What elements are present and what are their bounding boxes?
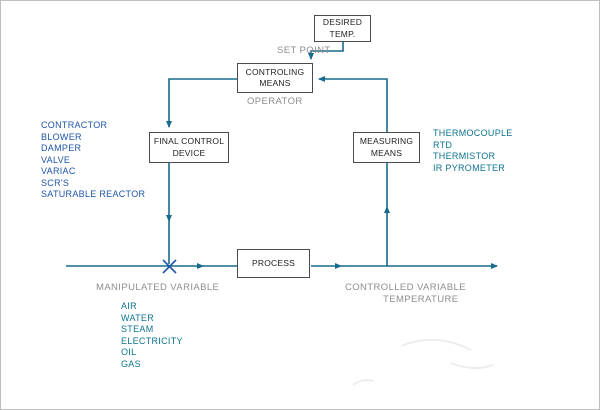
list-item: STEAM xyxy=(121,324,154,334)
arrow-controller-to-final-device xyxy=(166,78,237,128)
process-label: PROCESS xyxy=(252,257,295,268)
controlled-variable-label: CONTROLLED VARIABLE xyxy=(345,282,466,293)
list-item: VALVE xyxy=(41,154,71,165)
list-item: ELECTRICITY xyxy=(121,335,183,346)
manipulated-variable-label: MANIPULATED VARIABLE xyxy=(96,282,220,293)
list-item: CONTRACTOR xyxy=(41,120,108,130)
list-item: BLOWER xyxy=(41,131,82,142)
valve-x-mark xyxy=(162,259,177,274)
list-item: GAS xyxy=(121,358,141,369)
manipulated-examples-list: AIR WATER STEAM ELECTRICITY OIL GAS xyxy=(121,301,183,370)
list-item: AIR xyxy=(121,301,137,311)
desired-temp-label: DESIRED TEMP. xyxy=(322,17,363,39)
list-item: IR PYROMETER xyxy=(433,162,506,173)
desired-temp-box: DESIRED TEMP. xyxy=(314,15,371,42)
paper-smudge xyxy=(352,338,494,386)
list-item: THERMOCOUPLE xyxy=(433,128,513,138)
final-control-device-box: FINAL CONTROL DEVICE xyxy=(149,132,229,163)
list-item: RTD xyxy=(433,139,453,150)
list-item: OIL xyxy=(121,347,137,357)
set-point-label: SET POINT xyxy=(277,45,331,56)
list-item: THERMISTOR xyxy=(433,151,496,161)
final-control-device-label: FINAL CONTROL DEVICE xyxy=(153,136,225,158)
list-item: DAMPER xyxy=(41,143,82,153)
list-item: SATURABLE REACTOR xyxy=(41,189,146,199)
process-box: PROCESS xyxy=(237,249,310,278)
final-control-examples-list: CONTRACTOR BLOWER DAMPER VALVE VARIAC SC… xyxy=(41,120,145,201)
arrow-feedback-to-controller xyxy=(318,76,388,132)
measuring-means-label: MEASURING MEANS xyxy=(359,136,414,158)
sensor-examples-list: THERMOCOUPLE RTD THERMISTOR IR PYROMETER xyxy=(433,128,513,174)
controlling-means-label: CONTROLING MEANS xyxy=(245,66,305,88)
operator-label: OPERATOR xyxy=(247,96,303,107)
list-item: VARIAC xyxy=(41,166,76,176)
temperature-label: TEMPERATURE xyxy=(383,294,459,305)
controlling-means-box: CONTROLING MEANS xyxy=(237,63,313,93)
list-item: WATER xyxy=(121,312,154,323)
list-item: SCR'S xyxy=(41,177,70,188)
measuring-means-box: MEASURING MEANS xyxy=(353,132,420,163)
